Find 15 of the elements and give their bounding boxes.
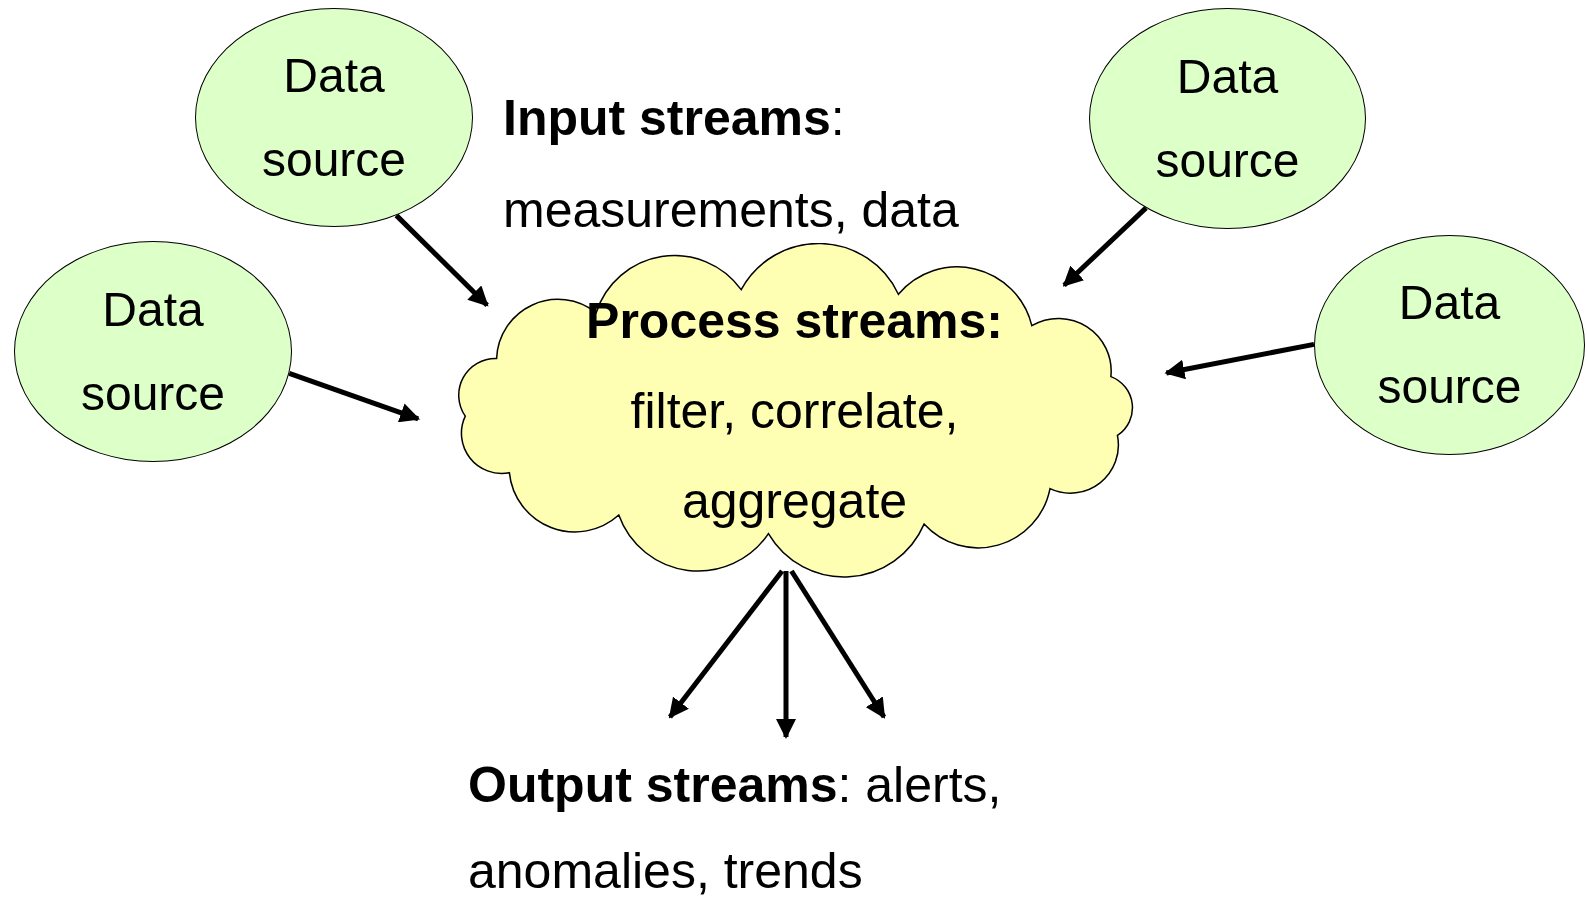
cloud-heading: Process streams:	[586, 292, 1003, 351]
node-label: Data source	[1154, 48, 1301, 189]
node-label: Data source	[260, 47, 408, 188]
arrow	[288, 371, 421, 423]
arrow	[394, 213, 489, 307]
node-label: Data source	[79, 281, 227, 422]
stream-note: Input streams: measurements, data	[503, 89, 960, 240]
node-label: Data source	[1376, 275, 1523, 415]
arrow	[668, 569, 785, 719]
cloud-text: filter, correlate, aggregate	[629, 382, 960, 531]
stream-note: Output streams: alerts, anomalies, trends	[468, 756, 1003, 901]
arrow	[1062, 206, 1148, 288]
arrow	[1164, 341, 1315, 380]
arrow	[789, 569, 887, 719]
arrow	[776, 570, 796, 739]
